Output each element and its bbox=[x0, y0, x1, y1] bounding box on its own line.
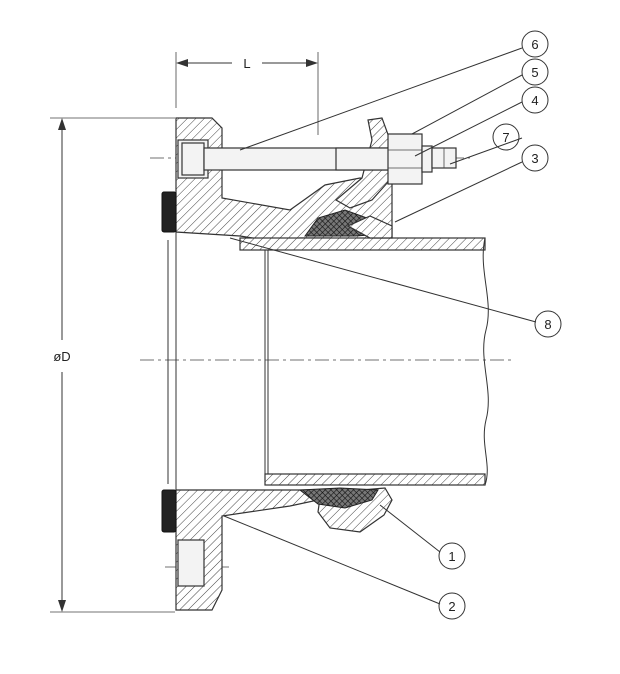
restraint-wedge-top bbox=[346, 215, 393, 239]
pipe bbox=[239, 237, 489, 486]
length-label: L bbox=[243, 56, 250, 71]
flange-face-gasket-bottom bbox=[161, 489, 177, 533]
flange-body-bottom bbox=[175, 489, 321, 611]
nut bbox=[387, 133, 423, 185]
flange-face-gasket-top bbox=[161, 191, 177, 233]
svg-text:8: 8 bbox=[544, 317, 551, 332]
callout-4: 4 bbox=[521, 86, 549, 114]
leader-lines bbox=[223, 47, 537, 605]
svg-text:2: 2 bbox=[448, 599, 455, 614]
seal-gasket-bottom bbox=[298, 487, 379, 509]
callout-5: 5 bbox=[521, 58, 549, 86]
pipe-wall-top bbox=[239, 237, 486, 251]
diameter-label: øD bbox=[53, 349, 70, 364]
svg-text:1: 1 bbox=[448, 549, 455, 564]
svg-text:5: 5 bbox=[531, 65, 538, 80]
svg-text:3: 3 bbox=[531, 151, 538, 166]
callout-1: 1 bbox=[438, 542, 466, 570]
pipe-wall-bottom bbox=[264, 473, 486, 486]
callout-8: 8 bbox=[534, 310, 562, 338]
svg-text:7: 7 bbox=[502, 130, 509, 145]
flange-bolt-hole-bottom bbox=[177, 539, 205, 587]
callout-7: 7 bbox=[492, 123, 520, 151]
diameter-dimension: øD bbox=[50, 117, 175, 613]
bolt-head bbox=[181, 142, 205, 176]
svg-text:4: 4 bbox=[531, 93, 538, 108]
svg-text:6: 6 bbox=[531, 37, 538, 52]
length-dimension: L bbox=[175, 52, 319, 135]
callout-3: 3 bbox=[521, 144, 549, 172]
callout-2: 2 bbox=[438, 592, 466, 620]
bolt-assembly-top bbox=[181, 133, 457, 185]
pipe-break-line bbox=[482, 237, 489, 486]
callout-6: 6 bbox=[521, 30, 549, 58]
bolt-thread bbox=[335, 147, 395, 171]
